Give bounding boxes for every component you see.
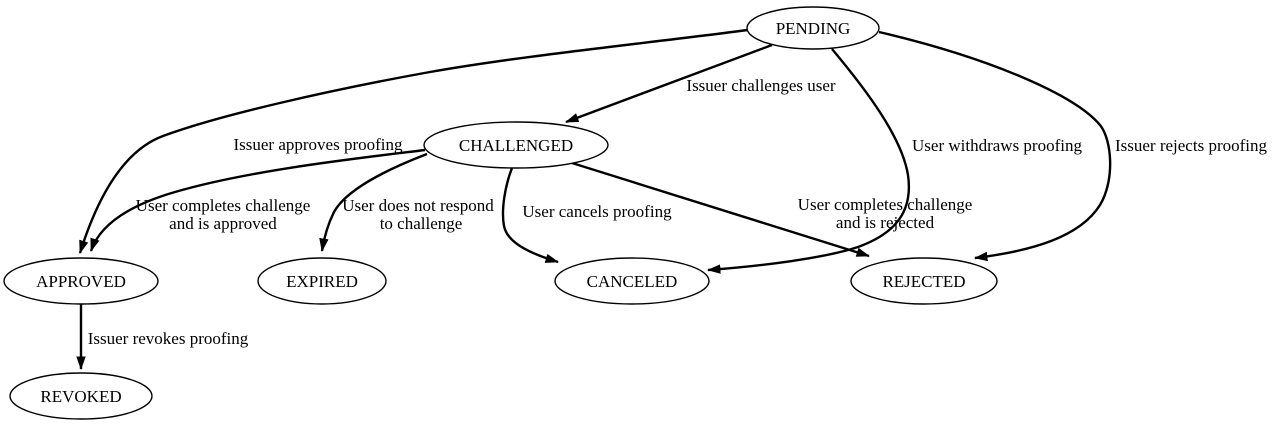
edge-label-user-does-not-respond-line1: User does not respond <box>342 196 494 215</box>
node-expired-ellipse <box>257 257 387 305</box>
edge-pending-challenged <box>565 43 773 124</box>
node-challenged: CHALLENGED <box>423 121 609 169</box>
node-canceled-ellipse <box>554 257 710 305</box>
edge-pending-rejected <box>878 30 1112 262</box>
node-pending: PENDING <box>746 6 880 50</box>
node-canceled: CANCELED <box>554 257 710 305</box>
node-challenged-label: CHALLENGED <box>459 136 573 155</box>
node-rejected: REJECTED <box>850 257 998 305</box>
node-rejected-ellipse <box>850 257 998 305</box>
edge-label-issuer-challenges-user: Issuer challenges user <box>686 76 836 95</box>
edge-labels: Issuer challenges user Issuer approves p… <box>88 76 1268 348</box>
node-approved-ellipse <box>3 257 159 305</box>
edge-label-user-does-not-respond-line2: to challenge <box>380 214 463 233</box>
node-pending-label: PENDING <box>776 19 851 38</box>
edges <box>76 28 1112 370</box>
node-revoked-label: REVOKED <box>40 387 121 406</box>
node-approved-label: APPROVED <box>36 272 126 291</box>
node-canceled-label: CANCELED <box>587 272 678 291</box>
edge-label-issuer-revokes-proofing: Issuer revokes proofing <box>88 329 249 348</box>
edge-label-user-completes-challenge-rejected-line1: User completes challenge <box>798 195 973 214</box>
nodes: PENDING CHALLENGED APPROVED EXPIRED CANC… <box>3 6 998 420</box>
edge-label-user-completes-challenge-approved-line2: and is approved <box>169 214 277 233</box>
edge-label-user-completes-challenge-rejected-line2: and is rejected <box>836 213 935 232</box>
node-revoked: REVOKED <box>9 372 153 420</box>
edge-pending-canceled <box>707 48 911 274</box>
node-challenged-ellipse <box>423 121 609 169</box>
edge-label-user-completes-challenge-approved-line1: User completes challenge <box>136 196 311 215</box>
node-pending-ellipse <box>746 6 880 50</box>
node-revoked-ellipse <box>9 372 153 420</box>
node-expired-label: EXPIRED <box>286 272 358 291</box>
edge-challenged-canceled <box>501 167 559 264</box>
node-rejected-label: REJECTED <box>882 272 965 291</box>
edge-label-issuer-approves-proofing: Issuer approves proofing <box>233 135 403 154</box>
edge-pending-approved <box>78 28 749 254</box>
edge-label-user-withdraws-proofing: User withdraws proofing <box>912 136 1082 155</box>
edge-label-issuer-rejects-proofing: Issuer rejects proofing <box>1115 136 1268 155</box>
edge-challenged-approved <box>89 148 426 252</box>
edge-label-user-cancels-proofing: User cancels proofing <box>522 202 672 221</box>
node-expired: EXPIRED <box>257 257 387 305</box>
node-approved: APPROVED <box>3 257 159 305</box>
edge-challenged-expired <box>319 152 428 252</box>
edge-challenged-rejected <box>571 161 870 258</box>
